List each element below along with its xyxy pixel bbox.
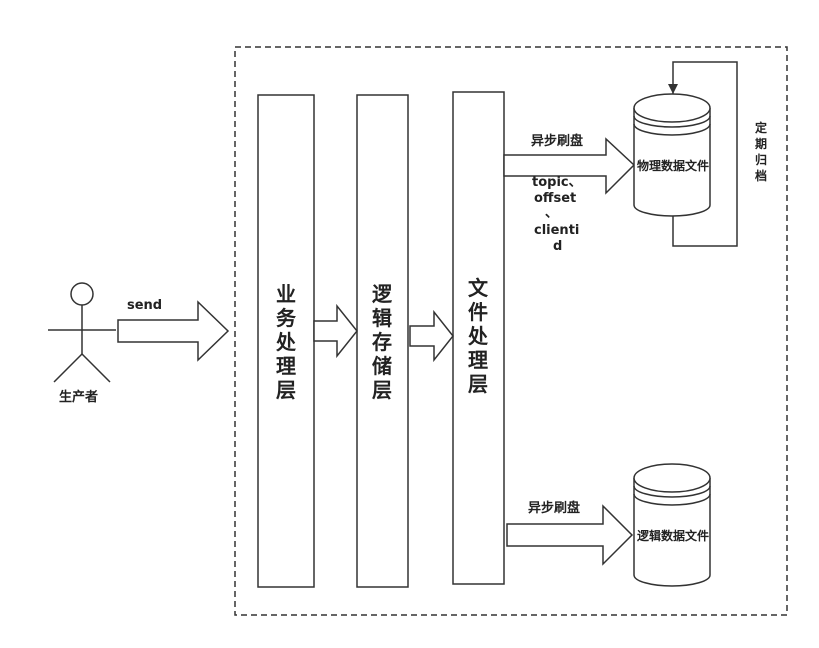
- topic-label-5: d: [553, 239, 563, 254]
- producer-label: 生产者: [59, 390, 99, 405]
- async-flush-bottom-label: 异步刷盘: [528, 501, 581, 516]
- async-flush-top-label: 异步刷盘: [531, 134, 584, 149]
- logic-to-file-arrow: [409, 309, 454, 363]
- file-processing-layer-box: [452, 91, 505, 585]
- send-arrow: [117, 300, 230, 362]
- periodic-archive-loop: [672, 61, 738, 247]
- archive-label: 定期归档: [754, 121, 767, 183]
- topic-label-2: offset: [534, 191, 577, 206]
- archive-arrowhead: [668, 84, 678, 94]
- send-label: send: [127, 298, 163, 313]
- topic-label-4: clienti: [534, 223, 580, 238]
- logic-storage-layer-box: [356, 94, 409, 588]
- logical-data-label: 逻辑数据文件: [637, 529, 710, 543]
- business-to-logic-arrow: [313, 303, 358, 359]
- business-layer-label: 业务处理层: [276, 282, 296, 402]
- file-processing-layer-label: 文件处理层: [468, 276, 488, 396]
- business-layer-box: [257, 94, 315, 588]
- logical-data-cylinder: [633, 463, 711, 587]
- async-flush-bottom-arrow: [506, 504, 634, 566]
- logic-storage-layer-label: 逻辑存储层: [372, 282, 392, 402]
- topic-label-3: 、: [545, 206, 559, 221]
- producer-actor-icon: [48, 282, 116, 383]
- physical-data-label: 物理数据文件: [637, 159, 710, 173]
- async-flush-top-arrow: [503, 137, 636, 195]
- system-boundary: [234, 46, 788, 616]
- topic-label-1: topic、: [532, 175, 582, 190]
- physical-data-cylinder: [633, 93, 711, 217]
